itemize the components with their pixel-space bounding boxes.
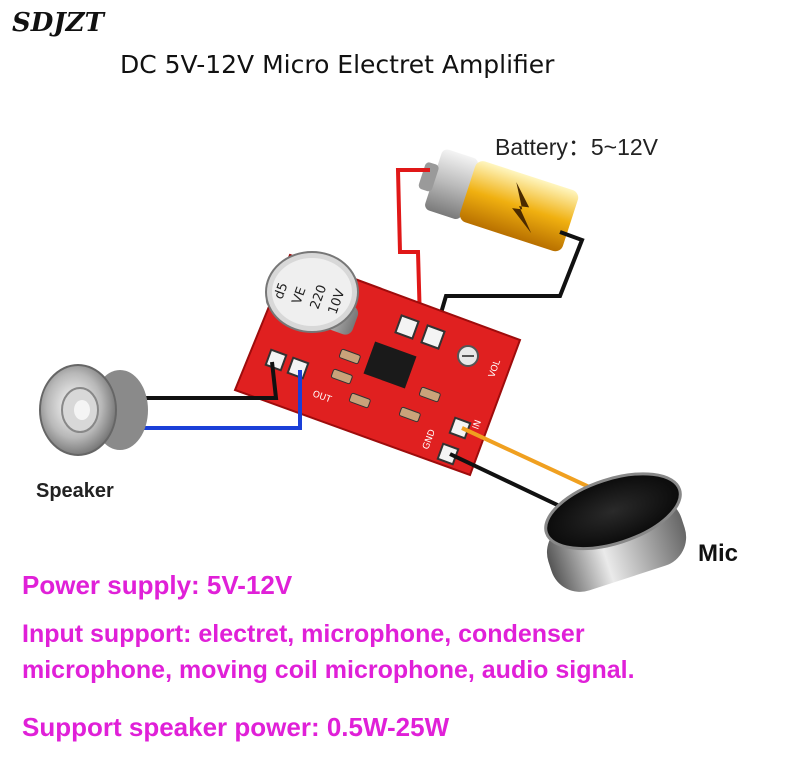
mic-black-wire <box>449 452 569 512</box>
power-pad-positive <box>394 314 420 340</box>
speaker-black-wire <box>130 361 279 400</box>
speaker-label: Speaker <box>36 480 114 502</box>
battery-red-wire <box>395 168 430 323</box>
capacitor-text-1: d5 <box>272 281 292 302</box>
ic-chip <box>363 341 417 389</box>
spec-input-support-line2: microphone, moving coil microphone, audi… <box>22 656 635 684</box>
spec-input-support-line1: Input support: electret, microphone, con… <box>22 620 585 648</box>
spec-power-supply: Power supply: 5V-12V <box>22 570 293 600</box>
capacitor-icon: d5 VE 220 10V <box>265 251 359 335</box>
battery-icon <box>418 149 579 252</box>
brand-logo: SDJZT <box>12 8 104 38</box>
speaker-icon <box>39 364 148 456</box>
spec-speaker-power: Support speaker power: 0.5W-25W <box>22 712 450 742</box>
out-pad-2 <box>286 356 310 380</box>
speaker-blue-wire <box>122 370 302 430</box>
battery-black-wire <box>434 230 585 331</box>
mic-orange-wire <box>461 426 601 494</box>
board-label-in: IN <box>471 419 484 431</box>
power-pad-negative <box>420 324 446 350</box>
battery-label: Battery：5~12V <box>495 134 659 160</box>
mic-label: Mic <box>698 540 739 567</box>
page-title: DC 5V-12V Micro Electret Amplifier <box>120 50 555 79</box>
microphone-icon <box>544 472 687 592</box>
capacitor-text-2: VE <box>290 285 310 306</box>
